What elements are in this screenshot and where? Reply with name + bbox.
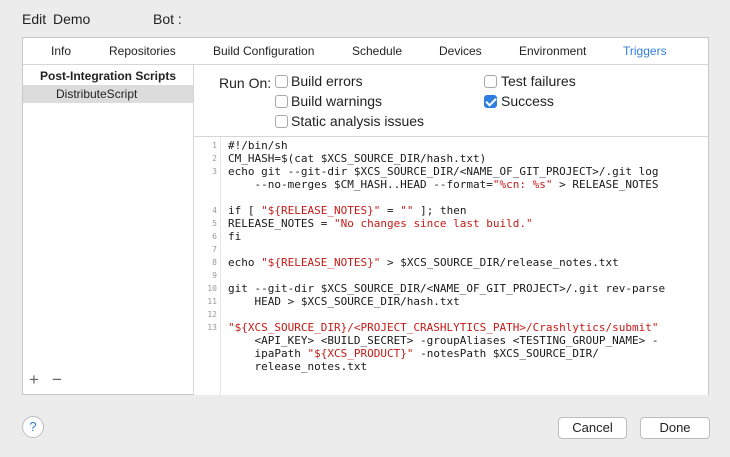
line-number: 1	[212, 141, 217, 150]
sidebar-header: Post-Integration Scripts	[39, 69, 176, 83]
line-number: 10	[207, 284, 217, 293]
code-line: HEAD > $XCS_SOURCE_DIR/hash.txt	[228, 295, 460, 308]
line-number-gutter: 1 2 3 4 5 6 7 8 9 10 11 12 13	[194, 137, 221, 395]
code-line: echo git --git-dir $XCS_SOURCE_DIR/<NAME…	[228, 165, 658, 178]
tab-repositories[interactable]: Repositories	[109, 44, 176, 58]
tab-triggers[interactable]: Triggers	[623, 44, 667, 58]
line-number: 9	[212, 271, 217, 280]
code-line: fi	[228, 230, 241, 243]
code-line: echo "${RELEASE_NOTES}" > $XCS_SOURCE_DI…	[228, 256, 619, 269]
code-token: ]; then	[413, 204, 467, 217]
code-line: "${XCS_SOURCE_DIR}/<PROJECT_CRASHLYTICS_…	[228, 321, 658, 334]
code-line: RELEASE_NOTES = "No changes since last b…	[228, 217, 533, 230]
line-number: 5	[212, 219, 217, 228]
code-line: <API_KEY> <BUILD_SECRET> -groupAliases <…	[228, 334, 658, 347]
build-errors-label: Build errors	[291, 73, 363, 89]
success-checkbox[interactable]	[484, 95, 497, 108]
cancel-button[interactable]: Cancel	[558, 417, 627, 439]
sidebar-item-label: DistributeScript	[56, 87, 138, 101]
project-name: Demo	[53, 11, 91, 27]
code-token: "${RELEASE_NOTES}"	[261, 256, 381, 269]
code-token: > RELEASE_NOTES	[552, 178, 659, 191]
code-token: > $XCS_SOURCE_DIR/release_notes.txt	[380, 256, 619, 269]
tab-build-configuration[interactable]: Build Configuration	[213, 44, 315, 58]
code-line: git --git-dir $XCS_SOURCE_DIR/<NAME_OF_G…	[228, 282, 665, 295]
line-number: 12	[207, 310, 217, 319]
line-number: 6	[212, 232, 217, 241]
code-token: "${XCS_PRODUCT}"	[307, 347, 414, 360]
code-token: echo git --git-dir $XCS_SOURCE_DIR/<NAME…	[228, 165, 659, 178]
static-analysis-label: Static analysis issues	[291, 113, 425, 129]
code-token: "${RELEASE_NOTES}"	[261, 204, 381, 217]
code-token: ipaPath	[228, 347, 308, 360]
code-token: #!/bin/sh	[228, 139, 288, 152]
build-warnings-checkbox[interactable]	[275, 95, 288, 108]
code-line: if [ "${RELEASE_NOTES}" = "" ]; then	[228, 204, 466, 217]
tab-devices[interactable]: Devices	[439, 44, 482, 58]
code-token: -notesPath $XCS_SOURCE_DIR/	[413, 347, 599, 360]
code-line: CM_HASH=$(cat $XCS_SOURCE_DIR/hash.txt)	[228, 152, 486, 165]
build-warnings-label: Build warnings	[291, 93, 383, 109]
tab-schedule[interactable]: Schedule	[352, 44, 403, 58]
line-number: 4	[212, 206, 217, 215]
tab-bar: Info Repositories Build Configuration Sc…	[23, 38, 708, 65]
code-token: CM_HASH=$(cat $XCS_SOURCE_DIR/hash.txt)	[228, 152, 487, 165]
run-on-label: Run On:	[219, 75, 272, 91]
code-token: "No changes since last build."	[333, 217, 533, 230]
code-token: echo	[228, 256, 262, 269]
code-token: fi	[228, 230, 242, 243]
code-line: release_notes.txt	[228, 360, 367, 373]
code-line: ipaPath "${XCS_PRODUCT}" -notesPath $XCS…	[228, 347, 599, 360]
static-analysis-checkbox[interactable]	[275, 115, 288, 128]
code-token: release_notes.txt	[228, 360, 368, 373]
test-failures-label: Test failures	[501, 73, 576, 89]
code-line: #!/bin/sh	[228, 139, 288, 152]
editor-panel: Info Repositories Build Configuration Sc…	[22, 37, 709, 395]
code-line: --no-merges $CM_HASH..HEAD --format="%cn…	[228, 178, 658, 191]
bot-label: Bot :	[153, 11, 182, 27]
help-button[interactable]: ?	[22, 416, 44, 438]
code-token: ""	[400, 204, 414, 217]
code-token: if [	[228, 204, 262, 217]
done-button[interactable]: Done	[640, 417, 710, 439]
tab-environment[interactable]: Environment	[519, 44, 587, 58]
code-token: <API_KEY> <BUILD_SECRET> -groupAliases <…	[228, 334, 659, 347]
line-number: 13	[207, 323, 217, 332]
code-token: "%cn: %s"	[492, 178, 553, 191]
code-token: RELEASE_NOTES =	[228, 217, 334, 230]
add-script-button[interactable]: +	[29, 370, 39, 389]
code-token: git --git-dir $XCS_SOURCE_DIR/<NAME_OF_G…	[228, 282, 666, 295]
title-bar: Edit Demo Bot :	[0, 0, 730, 38]
tab-info[interactable]: Info	[51, 44, 72, 58]
line-number: 7	[212, 245, 217, 254]
code-token: HEAD > $XCS_SOURCE_DIR/hash.txt	[228, 295, 460, 308]
edit-label: Edit	[22, 11, 47, 27]
code-token: "${XCS_SOURCE_DIR}/<PROJECT_CRASHLYTICS_…	[228, 321, 659, 334]
line-number: 2	[212, 154, 217, 163]
success-label: Success	[501, 93, 554, 109]
sidebar: Post-Integration Scripts DistributeScrip…	[23, 65, 194, 394]
remove-script-button[interactable]: −	[52, 370, 62, 389]
code-token: =	[380, 204, 401, 217]
sidebar-item-distribute-script[interactable]: DistributeScript	[23, 85, 193, 103]
line-number: 3	[212, 167, 217, 176]
line-number: 11	[207, 297, 217, 306]
line-number: 8	[212, 258, 217, 267]
code-token: --no-merges $CM_HASH..HEAD --format=	[228, 178, 493, 191]
test-failures-checkbox[interactable]	[484, 75, 497, 88]
build-errors-checkbox[interactable]	[275, 75, 288, 88]
